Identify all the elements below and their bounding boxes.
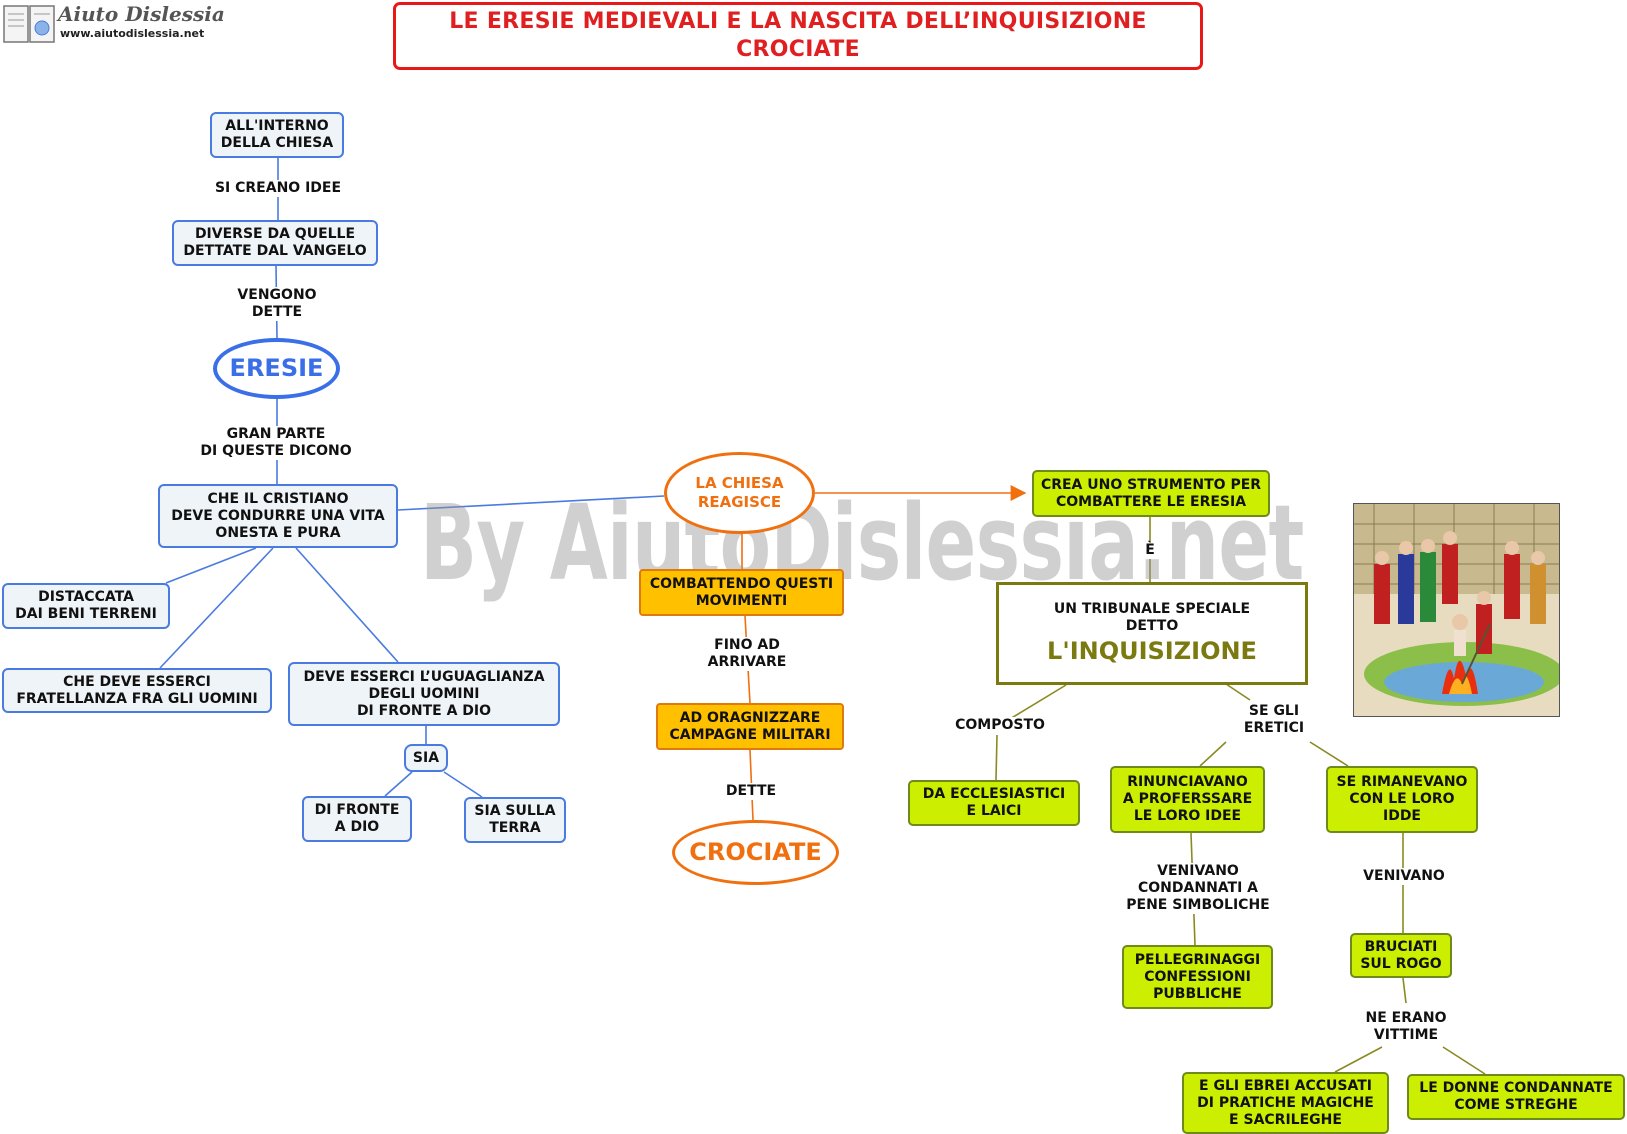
node-bruciati: BRUCIATI SUL ROGO — [1350, 933, 1452, 978]
link-label-fino-ad-arrivare: FINO AD ARRIVARE — [705, 637, 789, 671]
medieval-burning-illustration — [1353, 503, 1560, 717]
node-crociate: CROCIATE — [672, 820, 839, 885]
logo — [2, 2, 202, 44]
node-combattendo: COMBATTENDO QUESTI MOVIMENTI — [639, 569, 844, 616]
node-di-fronte-a-dio: DI FRONTE A DIO — [302, 796, 412, 842]
node-sia-sulla-terra: SIA SULLA TERRA — [464, 797, 566, 843]
node-oragnizzare: AD ORAGNIZZARE CAMPAGNE MILITARI — [656, 703, 844, 750]
link-label-composto: COMPOSTO — [953, 717, 1047, 734]
node-ebrei: E GLI EBREI ACCUSATI DI PRATICHE MAGICHE… — [1182, 1072, 1389, 1134]
node-cristiano: CHE IL CRISTIANO DEVE CONDURRE UNA VITA … — [158, 484, 398, 548]
page-title: LE ERESIE MEDIEVALI E LA NASCITA DELL’IN… — [449, 9, 1147, 34]
link-label-se-gli-eretici: SE GLI ERETICI — [1241, 703, 1307, 737]
title-box: LE ERESIE MEDIEVALI E LA NASCITA DELL’IN… — [393, 2, 1203, 70]
node-sia: SIA — [404, 744, 448, 772]
link-label-venivano-condannati: VENIVANO CONDANNATI A PENE SIMBOLICHE — [1124, 863, 1272, 914]
page-subtitle: CROCIATE — [736, 37, 860, 62]
node-distaccata: DISTACCATA DAI BENI TERRENI — [2, 583, 170, 629]
node-rinunciavano: RINUNCIAVANO A PROFERSSARE LE LORO IDEE — [1110, 766, 1265, 833]
node-tribunale: UN TRIBUNALE SPECIALE DETTO L'INQUISIZIO… — [996, 582, 1308, 685]
book-logo-icon — [3, 5, 55, 43]
node-fratellanza: CHE DEVE ESSERCI FRATELLANZA FRA GLI UOM… — [2, 668, 272, 713]
logo-name: Aiuto Dislessia — [58, 2, 225, 26]
node-pellegrinaggi: PELLEGRINAGGI CONFESSIONI PUBBLICHE — [1122, 945, 1273, 1009]
node-interno-chiesa: ALL'INTERNO DELLA CHIESA — [210, 112, 344, 158]
node-rimanevano: SE RIMANEVANO CON LE LORO IDDE — [1326, 766, 1478, 833]
node-eresie: ERESIE — [213, 338, 340, 399]
node-strumento: CREA UNO STRUMENTO PER COMBATTERE LE ERE… — [1032, 470, 1270, 517]
node-diverse-vangelo: DIVERSE DA QUELLE DETTATE DAL VANGELO — [172, 220, 378, 266]
link-label-venivano: VENIVANO — [1361, 868, 1447, 885]
link-label-dette: DETTE — [723, 783, 779, 800]
node-chiesa-reagisce: LA CHIESA REAGISCE — [664, 452, 815, 534]
node-ecclesiastici: DA ECCLESIASTICI E LAICI — [908, 780, 1080, 826]
node-donne: LE DONNE CONDANNATE COME STREGHE — [1407, 1074, 1625, 1120]
link-label-e: È — [1143, 542, 1157, 559]
tribunale-title: L'INQUISIZIONE — [1047, 636, 1257, 665]
link-label-ne-erano-vittime: NE ERANO VITTIME — [1363, 1010, 1449, 1044]
link-label-vengono-dette: VENGONO DETTE — [235, 287, 319, 321]
stake-burning-image — [1354, 504, 1559, 716]
logo-url: www.aiutodislessia.net — [60, 27, 205, 40]
node-uguaglianza: DEVE ESSERCI L’UGUAGLIANZA DEGLI UOMINI … — [288, 662, 560, 726]
link-label-gran-parte: GRAN PARTE DI QUESTE DICONO — [198, 426, 354, 460]
link-label-si-creano: SI CREANO IDEE — [212, 180, 344, 197]
tribunale-subtitle: UN TRIBUNALE SPECIALE DETTO — [1053, 600, 1251, 634]
